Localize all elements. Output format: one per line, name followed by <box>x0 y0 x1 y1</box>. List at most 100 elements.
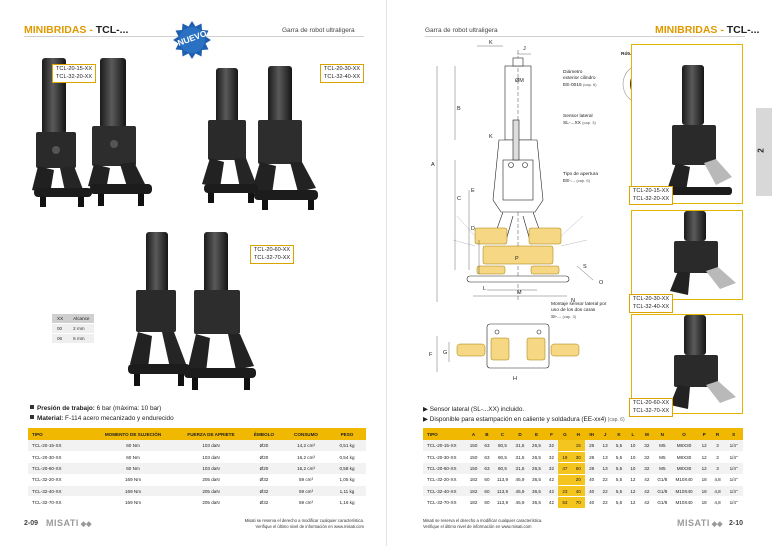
reach-header-alcance: Alcance <box>68 314 95 324</box>
table-cell: 1/4" <box>724 474 743 487</box>
table-cell: 40 <box>571 485 585 498</box>
table-header-cell: J <box>598 428 612 440</box>
gripper-photo-short-stroke <box>32 58 152 207</box>
chapter-tab[interactable]: 2 <box>756 108 772 196</box>
photo-frame-c <box>631 314 743 414</box>
table-row: 00 2 mm <box>52 323 95 334</box>
table-cell: 31,5 <box>511 462 529 475</box>
table-cell: 63 <box>480 462 494 475</box>
spec-table: TIPO MOMENTO DE SUJECIÓN FUERZA DE APRIE… <box>28 428 366 509</box>
right-page: Garra de robot ultraligera MINIBRIDAS - … <box>386 0 772 546</box>
title-brand: MINIBRIDAS <box>655 24 718 36</box>
table-cell: 45,9 <box>511 474 529 487</box>
dim-label-l: L <box>483 286 486 292</box>
model-tag-a: TCL-20-15-XX TCL-32-20-XX <box>52 64 97 83</box>
gripper-photo-detail-b <box>670 211 736 295</box>
table-cell: 32 <box>544 440 559 452</box>
table-cell: 1/4" <box>724 440 743 452</box>
table-cell: 12 <box>697 462 711 475</box>
table-cell: 32 <box>639 462 655 475</box>
table-cell: 5,5 <box>611 440 627 452</box>
table-cell: 32 <box>544 462 559 475</box>
reach-table: XX Alcance 00 2 mm 06 6 mm <box>52 314 95 343</box>
table-cell: TCL-32-20-XX <box>423 474 467 487</box>
table-cell: 30 <box>571 451 585 464</box>
photo-frame-b <box>631 210 743 300</box>
sensor-included-note: ▶ Sensor lateral (SL-...XX) incluido. <box>423 406 525 413</box>
table-cell: 5,5 <box>611 451 627 464</box>
table-cell: 18 <box>697 474 711 487</box>
table-cell: 5,5 <box>611 462 627 475</box>
table-cell: 22 <box>598 474 612 487</box>
dim-label-f: F <box>429 352 433 358</box>
table-cell: 31,5 <box>511 451 529 464</box>
table-cell: 26,5 <box>528 440 545 452</box>
table-cell: M10X40 <box>670 485 698 498</box>
table-cell: 28 <box>584 462 599 475</box>
photo-frame-a <box>631 44 743 204</box>
table-cell: 103 daN <box>178 451 244 464</box>
spec-header-consumo: CONSUMO <box>284 428 328 440</box>
table-cell: M10X40 <box>670 474 698 487</box>
page-number-left: 2-09 <box>24 520 39 527</box>
dim-label-o: O <box>599 280 604 286</box>
table-cell: TCL-20-60-XX <box>28 462 88 475</box>
table-cell: 14,2 cm³ <box>284 440 328 452</box>
table-cell: 113,9 <box>493 474 512 487</box>
table-cell: M8X30 <box>670 440 698 452</box>
table-cell: TCL-32-70-XX <box>423 496 467 509</box>
table-cell: 103 daN <box>178 440 244 452</box>
table-cell: 19 <box>558 451 572 464</box>
table-cell: 13 <box>598 440 612 452</box>
table-cell: 40 <box>584 474 599 487</box>
table-header-cell: S <box>724 428 743 440</box>
table-cell: M10X40 <box>670 496 698 509</box>
dim-label-j: J <box>523 46 526 52</box>
table-cell <box>558 474 572 487</box>
arrow-right-icon: ▶ <box>423 416 430 423</box>
model-tag-b: TCL-20-30-XX TCL-32-40-XX <box>320 64 365 83</box>
left-page: MINIBRIDAS - TCL-... Garra de robot ultr… <box>24 21 366 529</box>
table-cell: 113,9 <box>493 496 512 509</box>
table-header-cell: O <box>670 428 698 440</box>
table-cell: TCL-20-30-XX <box>28 451 88 464</box>
spec-header-tipo: TIPO <box>28 428 88 440</box>
table-cell: 80,5 <box>493 462 512 475</box>
table-cell: 60 Nm <box>88 440 178 452</box>
table-cell: 5,5 <box>611 474 627 487</box>
dim-label-g: G <box>443 350 447 356</box>
title-model: TCL-... <box>726 24 760 36</box>
table-cell <box>558 440 572 452</box>
page-title-left: MINIBRIDAS - TCL-... <box>24 24 128 36</box>
table-cell: 22 <box>598 496 612 509</box>
table-cell: 1/4" <box>724 462 743 475</box>
table-cell: 1,05 kg <box>328 474 366 487</box>
table-cell: TCL-20-60-XX <box>423 462 467 475</box>
gripper-photo-medium-stroke <box>202 66 318 210</box>
right-model-tag-c: TCL-20-60-XX TCL-32-70-XX <box>629 398 674 417</box>
table-cell: 42 <box>544 474 559 487</box>
table-cell: 12 <box>626 496 640 509</box>
header-rule-right <box>425 36 745 37</box>
technical-drawing: K J ØM B A K C E D P S O L M N F G H <box>429 40 604 382</box>
spec-header-momento: MOMENTO DE SUJECIÓN <box>88 428 178 440</box>
table-cell: 1/4" <box>724 451 743 464</box>
dim-label-b: B <box>457 106 461 112</box>
table-header-cell: H <box>571 428 585 440</box>
table-cell: 45,9 <box>511 485 529 498</box>
table-cell: 10 <box>626 440 640 452</box>
gripper-photo-detail-a <box>666 65 732 195</box>
table-header-cell: D <box>511 428 529 440</box>
table-cell: 13 <box>598 462 612 475</box>
hot-stamping-note: ▶ Disponible para estampación en calient… <box>423 416 625 423</box>
table-cell: 18 <box>697 496 711 509</box>
dim-label-a: A <box>431 162 435 168</box>
table-cell: 12 <box>697 440 711 452</box>
disclaimer-left: Misati se reserva el derecho a modificar… <box>244 518 364 529</box>
table-cell: 13 <box>598 451 612 464</box>
table-cell: 28 <box>584 451 599 464</box>
